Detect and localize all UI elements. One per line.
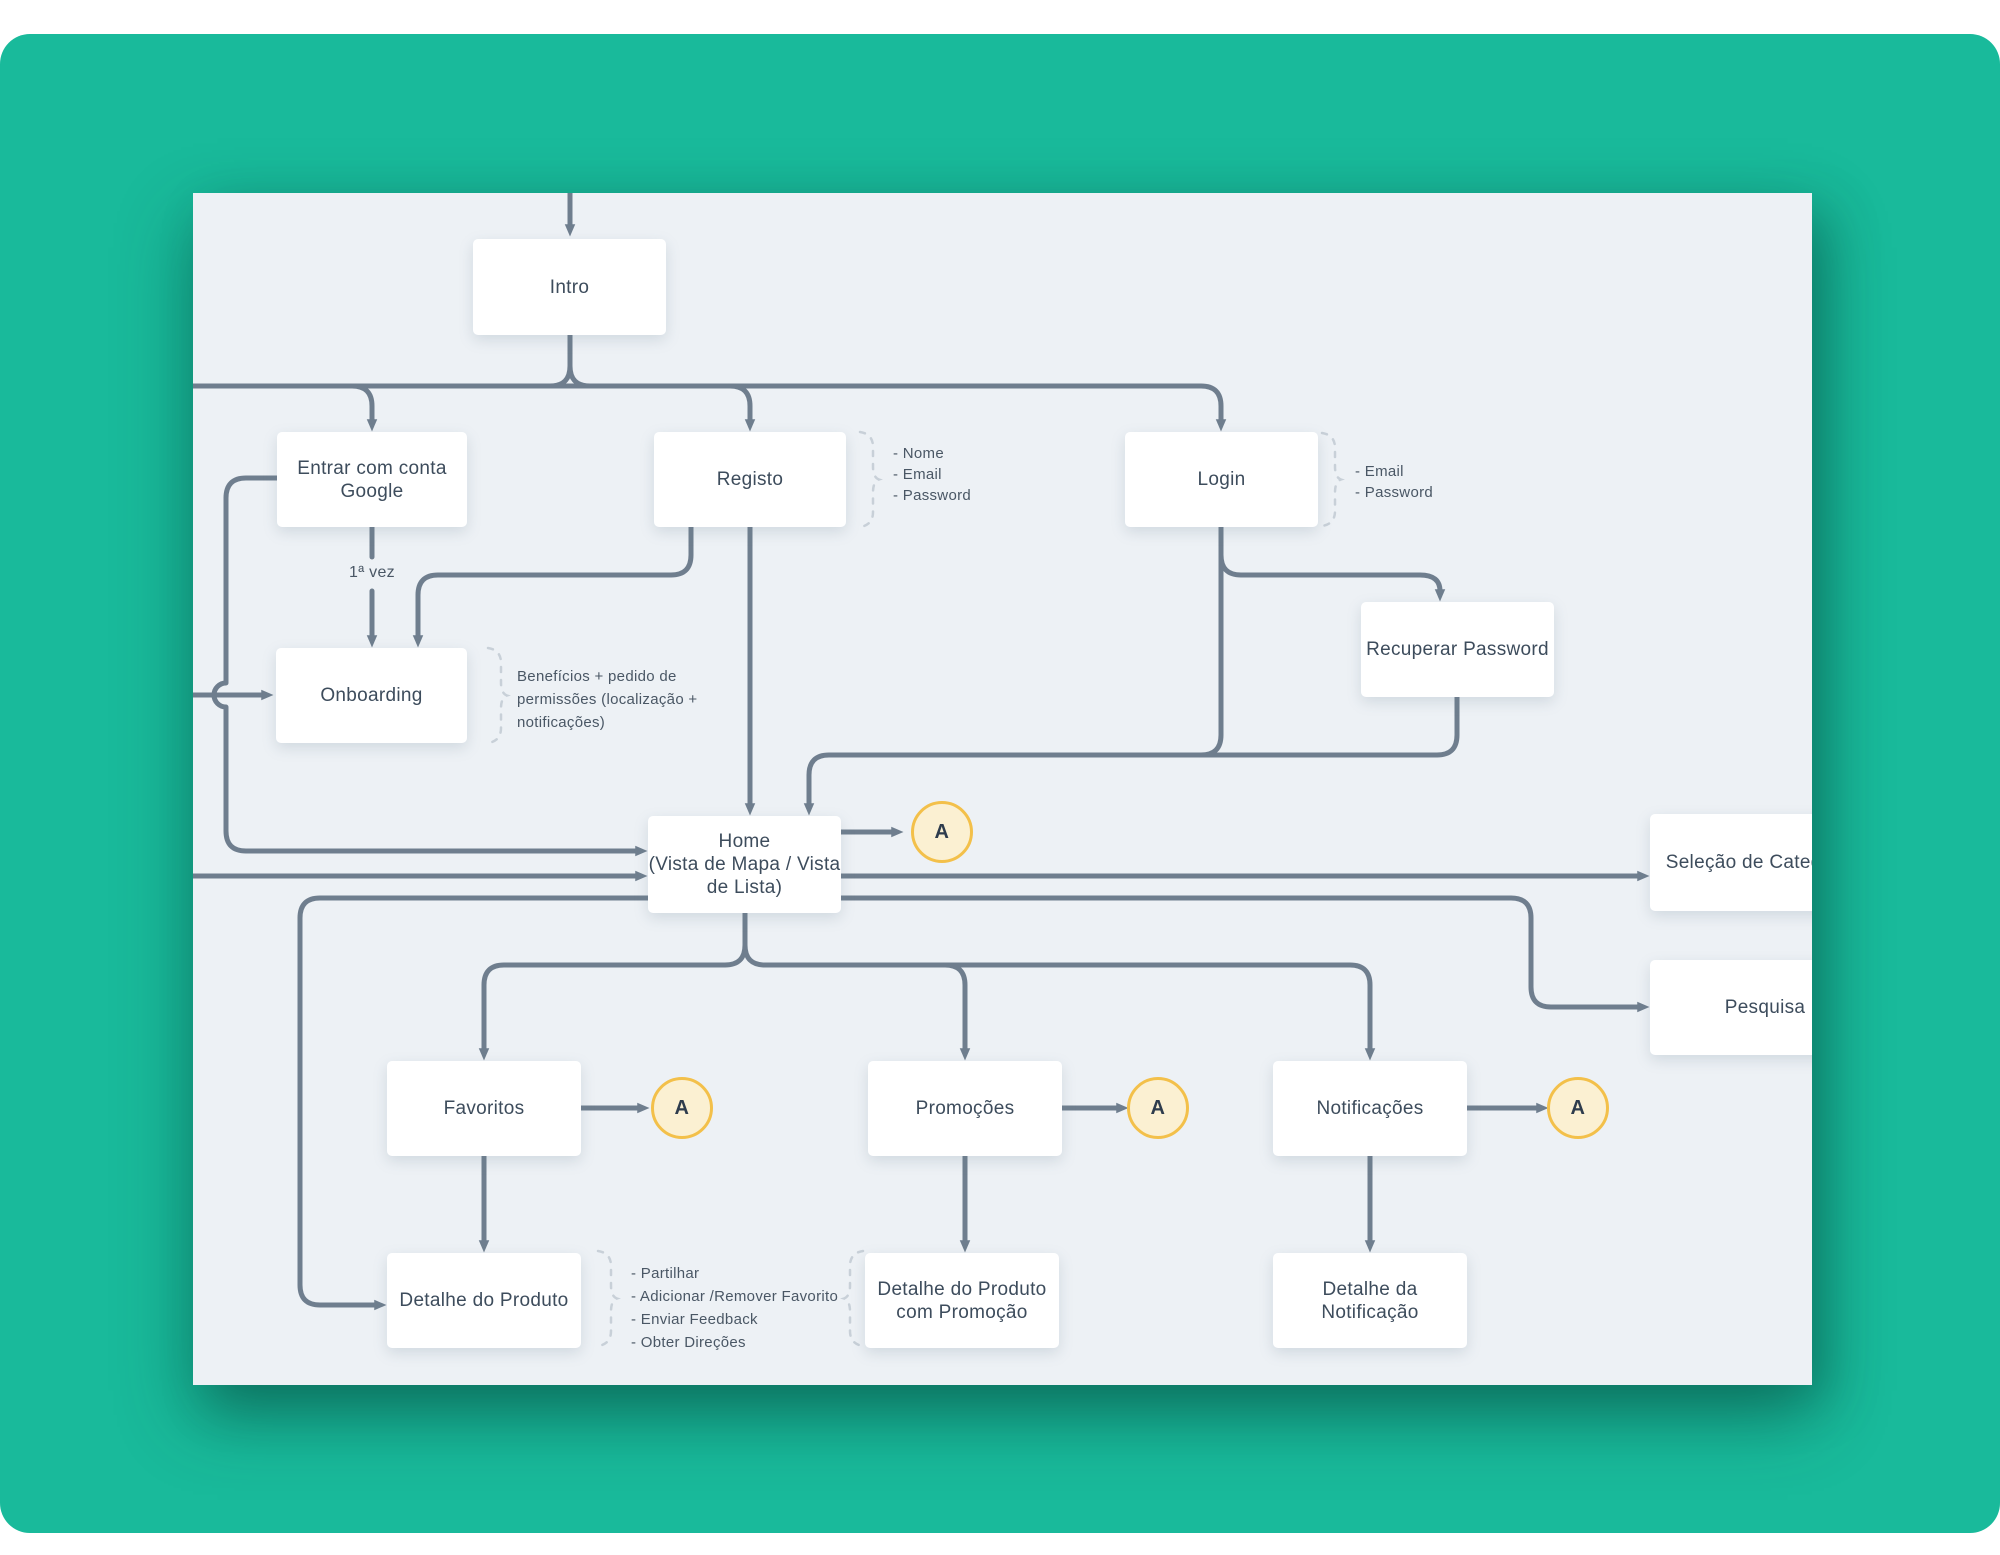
annotation-detalhe-produto-actions: - Partilhar - Adicionar /Remover Favorit…	[631, 1265, 839, 1351]
edge-home-to-detalhe-produto	[297, 895, 651, 1311]
brace-registo-brace-icon	[858, 430, 883, 529]
node-home[interactable]: Home (Vista de Mapa / Vista de Lista)	[648, 816, 841, 913]
edge-intro-stem-right	[567, 363, 593, 389]
anchor-promocoes-circle[interactable]: A	[1127, 1077, 1189, 1139]
connector-layer	[193, 193, 1650, 1348]
brace-detalhe-right-brace-icon	[840, 1249, 865, 1348]
node-detalhe-produto-promocao[interactable]: Detalhe do Produto com Promoção	[865, 1253, 1059, 1348]
annotation-primeira-vez: 1ª vez	[349, 564, 395, 581]
edge-branch-line-to-entrar	[349, 383, 378, 432]
brace-login-brace-icon	[1320, 431, 1345, 528]
edge-branch-line-to-registo	[727, 383, 756, 432]
edge-branch-line-to-login	[193, 383, 1227, 432]
node-registo[interactable]: Registo	[654, 432, 846, 527]
node-promocoes[interactable]: Promoções	[868, 1061, 1062, 1156]
anchor-favoritos-circle[interactable]: A	[651, 1077, 713, 1139]
anchor-notificacoes-circle[interactable]: A	[1547, 1077, 1609, 1139]
edges-group	[193, 193, 1650, 1311]
node-entrar-google[interactable]: Entrar com conta Google	[277, 432, 467, 527]
braces-group	[486, 430, 1345, 1348]
edge-home-split-to-favoritos	[478, 910, 748, 1061]
node-detalhe-produto[interactable]: Detalhe do Produto	[387, 1253, 581, 1348]
annotation-registo-fields: - Nome - Email - Password	[893, 445, 972, 504]
brace-onboarding-brace-icon	[486, 646, 511, 745]
edge-login-to-recuperar	[1218, 524, 1446, 602]
edge-registo-to-onboarding	[412, 524, 694, 648]
annotation-login-fields: - Email - Password	[1355, 463, 1434, 501]
edge-entrar-loop-to-home	[211, 475, 648, 857]
edge-home-split-to-promocoes	[942, 962, 971, 1061]
node-intro[interactable]: Intro	[473, 239, 666, 335]
annotation-onboarding-note: Benefícios + pedido de permissões (local…	[517, 668, 698, 731]
node-selecao-categorias[interactable]: Seleção de Categorias	[1650, 814, 1812, 911]
edge-intro-stem-left	[547, 332, 573, 389]
edge-recuperar-to-home	[803, 694, 1460, 816]
node-pesquisa[interactable]: Pesquisa	[1650, 960, 1812, 1055]
edge-home-split-to-notificacoes	[742, 942, 1376, 1061]
anchor-home-circle[interactable]: A	[911, 801, 973, 863]
node-detalhe-notificacao[interactable]: Detalhe da Notificação	[1273, 1253, 1467, 1348]
edge-login-merge-to-home	[1198, 524, 1224, 758]
node-notificacoes[interactable]: Notificações	[1273, 1061, 1467, 1156]
node-recuperar-password[interactable]: Recuperar Password	[1361, 602, 1554, 697]
node-favoritos[interactable]: Favoritos	[387, 1061, 581, 1156]
node-onboarding[interactable]: Onboarding	[276, 648, 467, 743]
node-login[interactable]: Login	[1125, 432, 1318, 527]
brace-detalhe-left-brace-icon	[596, 1249, 621, 1348]
edge-home-to-pesquisa	[838, 895, 1650, 1013]
